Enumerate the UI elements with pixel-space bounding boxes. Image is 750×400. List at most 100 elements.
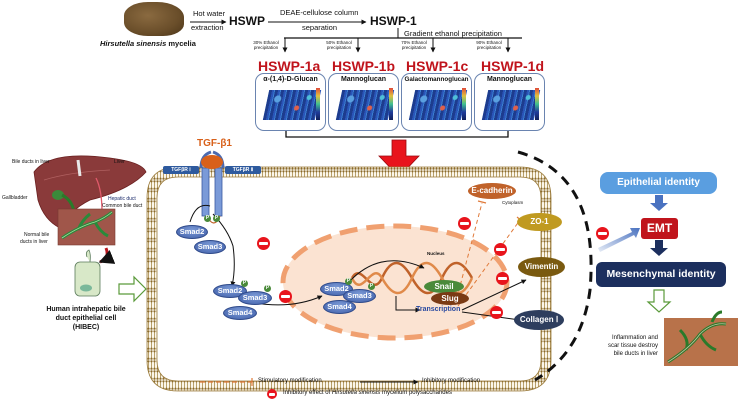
- phospho-badge: P: [241, 280, 248, 287]
- phospho-badge: P: [345, 278, 352, 285]
- step2-above: DEAE-cellulose column: [280, 8, 359, 17]
- gradient-label: Gradient ethanol precipitation: [404, 29, 502, 38]
- receptor-1-label: TGFβR Ⅰ: [163, 166, 199, 174]
- afm-panel-1b: Mannoglucan: [328, 73, 399, 131]
- cell-membrane: [146, 166, 552, 392]
- smad4-nucleus: Smad4: [323, 300, 356, 314]
- label-hepatic-duct: Hepatic duct: [108, 196, 136, 202]
- label-gallbladder: Gallbladder: [2, 195, 28, 201]
- fraction-title-1d: HSWP-1d: [481, 58, 544, 74]
- inhibitor-icon: [458, 217, 471, 230]
- slug-label: Slug: [431, 292, 469, 305]
- afm-surface-image: [481, 90, 541, 120]
- smad3-complex: Smad3: [238, 291, 272, 305]
- color-scale: [316, 88, 320, 120]
- legend-inhibitory: Inhibitory modification: [422, 378, 481, 384]
- tgf-receptor: [199, 150, 225, 224]
- emt-box: EMT: [641, 218, 678, 239]
- hibec-label-2: duct epithelial cell: [55, 315, 117, 322]
- flow-arrows: [190, 19, 522, 53]
- inhibitor-icon: [279, 290, 292, 303]
- smad3-cytoplasm: Smad3: [194, 240, 226, 254]
- zo-1-marker: ZO-1: [517, 213, 562, 231]
- legend-text-post: mycelium polysaccharides: [380, 390, 452, 396]
- cytoplasm-label: Cytoplasm: [502, 200, 524, 205]
- collagen-marker: Collagen Ⅰ: [514, 310, 564, 330]
- snail-label: Snail: [424, 280, 464, 293]
- smad3-nucleus: Smad3: [343, 289, 376, 303]
- polysaccharide-label: Mannoglucan: [340, 76, 387, 83]
- hibec-label-3: (HIBEC): [72, 324, 100, 331]
- damaged-bile-duct-image: [664, 310, 738, 366]
- fraction-title-1c: HSWP-1c: [406, 58, 469, 74]
- step1-above: Hot water: [193, 9, 226, 18]
- source-species: Hirsutella sinensis: [100, 39, 167, 48]
- outcome-line-2: scar tissue destroy: [607, 343, 658, 349]
- inhibitor-icon: [596, 227, 609, 240]
- smad4-complex: Smad4: [223, 306, 257, 320]
- product-hswp: HSWP: [229, 14, 265, 28]
- outcome-line-1: Inflammation and: [611, 335, 658, 341]
- product-hswp1: HSWP-1: [370, 14, 417, 28]
- legend-inhibitory-effect: Inhibitory effect of Hirsutella sinensis…: [283, 390, 452, 396]
- liver-illustration: [33, 155, 147, 264]
- label-normal-bile-2: ducts in liver: [20, 239, 48, 245]
- inhibitor-icon: [496, 272, 509, 285]
- precip-label-1: 30% Ethanol precipitation: [253, 40, 279, 50]
- receptor-2-label: TGFβR Ⅱ: [225, 166, 261, 174]
- precip-label-4: 90% Ethanol precipitation: [476, 40, 502, 50]
- legend-text-pre: Inhibitory effect of: [283, 390, 332, 396]
- phospho-badge: P: [204, 215, 211, 222]
- mycelia-image: [124, 2, 184, 36]
- afm-panel-1d: Mannoglucan: [474, 73, 545, 131]
- green-arrow: [118, 275, 147, 303]
- color-scale: [462, 88, 466, 120]
- afm-panel-1a: α-(1,4)-D-Glucan: [255, 73, 326, 131]
- transcription-label: Transcription: [416, 306, 461, 313]
- step2-below: separation: [302, 23, 338, 32]
- mesenchymal-identity-box: Mesenchymal identity: [596, 262, 726, 287]
- phospho-badge: P: [213, 215, 220, 222]
- polysaccharide-label: Mannoglucan: [486, 76, 533, 83]
- legend-inhibitor-icon: [267, 389, 277, 399]
- inhibitor-icon: [494, 243, 507, 256]
- label-common-bile-duct: Common bile duct: [102, 203, 143, 209]
- smad2-cytoplasm: Smad2: [176, 225, 208, 239]
- hibec-cell: [74, 249, 101, 297]
- source-label: Hirsutella sinensis mycelia: [100, 39, 196, 48]
- legend-species: Hirsutella sinensis: [331, 390, 381, 396]
- precip-label-3: 70% Ethanol precipitation: [401, 40, 427, 50]
- color-scale: [535, 88, 539, 120]
- precip-label-2: 50% Ethanol precipitation: [326, 40, 352, 50]
- afm-surface-image: [262, 90, 322, 120]
- label-normal-bile: Normal bile: [24, 232, 50, 238]
- tgf-beta1-label: TGF-β1: [197, 138, 232, 149]
- emt-arrows: [598, 195, 672, 313]
- label-liver: Liver: [114, 159, 125, 165]
- afm-panel-1c: Galactomannoglucan: [401, 73, 472, 131]
- inhibitor-icon: [490, 306, 503, 319]
- fraction-title-1b: HSWP-1b: [332, 58, 395, 74]
- epithelial-identity-box: Epithelial identity: [600, 172, 717, 194]
- label-bile-ducts: Bile ducts in liver: [12, 159, 50, 165]
- source-part: mycelia: [166, 39, 196, 48]
- phospho-badge: P: [368, 283, 375, 290]
- afm-surface-image: [408, 90, 468, 120]
- e-cadherin-marker: E-cadherin: [468, 183, 516, 199]
- inhibitor-icon: [257, 237, 270, 250]
- legend-lines: [200, 378, 419, 386]
- vimentin-marker: Vimentin: [518, 257, 565, 277]
- outcome-line-3: bile ducts in liver: [613, 351, 658, 357]
- red-down-arrow: [378, 139, 420, 178]
- color-scale: [389, 88, 393, 120]
- dashed-boundary: [517, 150, 593, 382]
- fraction-title-1a: HSWP-1a: [258, 58, 321, 74]
- nucleus: [280, 223, 510, 341]
- bracket: [285, 131, 509, 138]
- legend-stimulatory: Stimulatory modification: [258, 378, 322, 384]
- polysaccharide-label: α-(1,4)-D-Glucan: [263, 76, 318, 83]
- afm-surface-image: [335, 90, 395, 120]
- polysaccharide-label: Galactomannoglucan: [404, 76, 469, 83]
- hibec-label-1: Human intrahepatic bile: [46, 306, 126, 313]
- phospho-badge: P: [264, 285, 271, 292]
